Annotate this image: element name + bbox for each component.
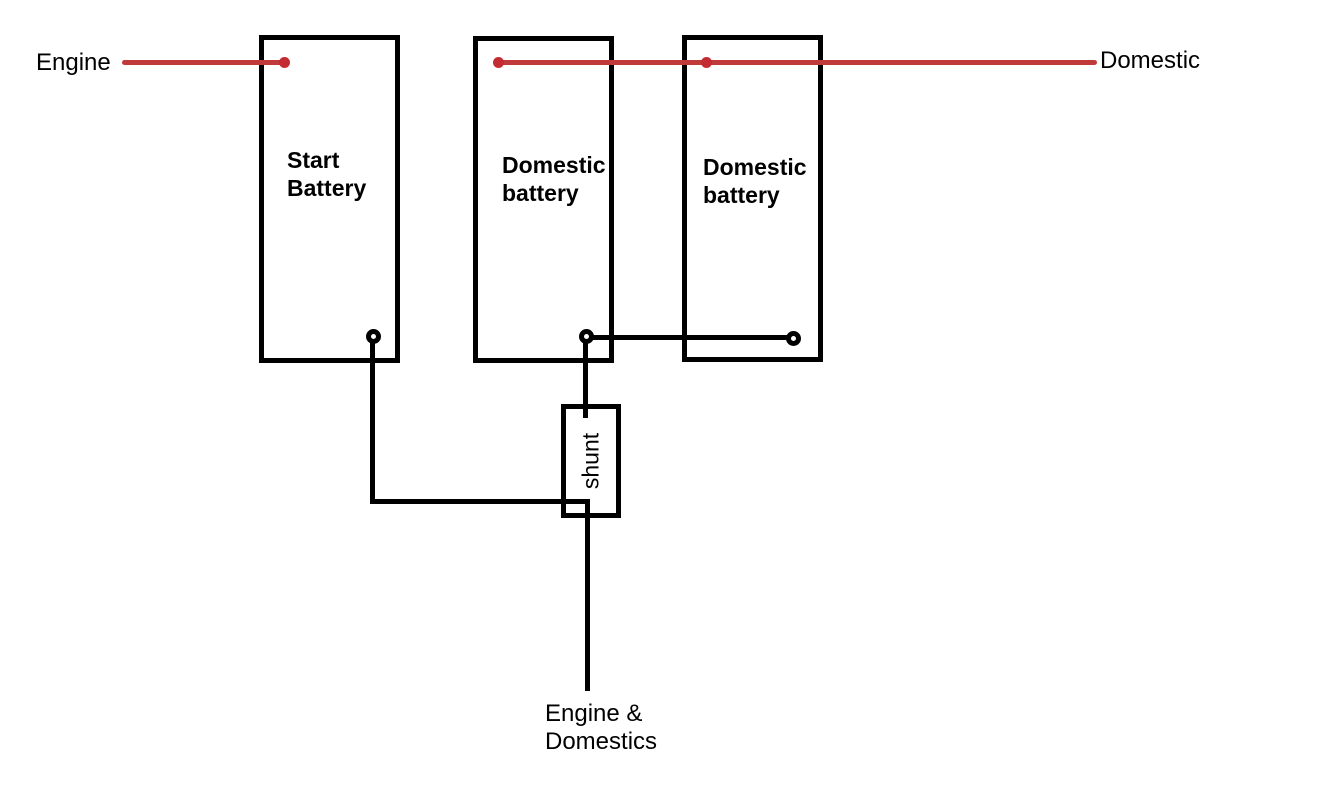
domestic-battery-2-label: Domestic battery bbox=[703, 153, 807, 209]
start-battery-terminal bbox=[366, 329, 381, 344]
start-battery-box bbox=[259, 35, 400, 363]
start-battery-to-shunt-wire bbox=[370, 499, 590, 504]
engine-domestics-label-line2: Domestics bbox=[545, 728, 658, 755]
domestic-wire-dot-2 bbox=[701, 57, 712, 68]
domestic-battery-1-label-line1: Domestic bbox=[502, 152, 606, 178]
domestic-battery-2-label-line1: Domestic bbox=[703, 154, 807, 180]
domestic-battery-2-label-line2: battery bbox=[703, 182, 780, 208]
domestic-battery-1-box bbox=[473, 36, 614, 363]
engine-label: Engine bbox=[36, 49, 111, 76]
domestic-battery-to-shunt-wire bbox=[583, 340, 588, 418]
domestic-battery-1-label-line2: battery bbox=[502, 180, 579, 206]
domestic-label: Domestic bbox=[1100, 47, 1201, 74]
start-battery-label-line1: Start bbox=[287, 147, 340, 173]
domestic-battery-2-terminal bbox=[786, 331, 801, 346]
domestic-battery-1-label: Domestic battery bbox=[502, 151, 606, 207]
domestic-battery-1-terminal bbox=[579, 329, 594, 344]
domestic-wire-dot-1 bbox=[493, 57, 504, 68]
domestic-batteries-link-wire bbox=[586, 335, 795, 340]
engine-domestics-label-line1: Engine & bbox=[545, 700, 643, 727]
engine-wire bbox=[122, 60, 288, 65]
domestic-wire bbox=[496, 60, 1097, 65]
shunt-label: shunt bbox=[577, 432, 604, 490]
domestic-battery-2-box bbox=[682, 35, 823, 362]
start-battery-label-line2: Battery bbox=[287, 175, 367, 201]
shunt-output-wire bbox=[585, 499, 590, 691]
engine-domestics-label: Engine & Domestics bbox=[545, 700, 657, 756]
start-battery-label: Start Battery bbox=[287, 146, 366, 202]
start-battery-down-wire bbox=[370, 341, 375, 504]
engine-wire-dot bbox=[279, 57, 290, 68]
